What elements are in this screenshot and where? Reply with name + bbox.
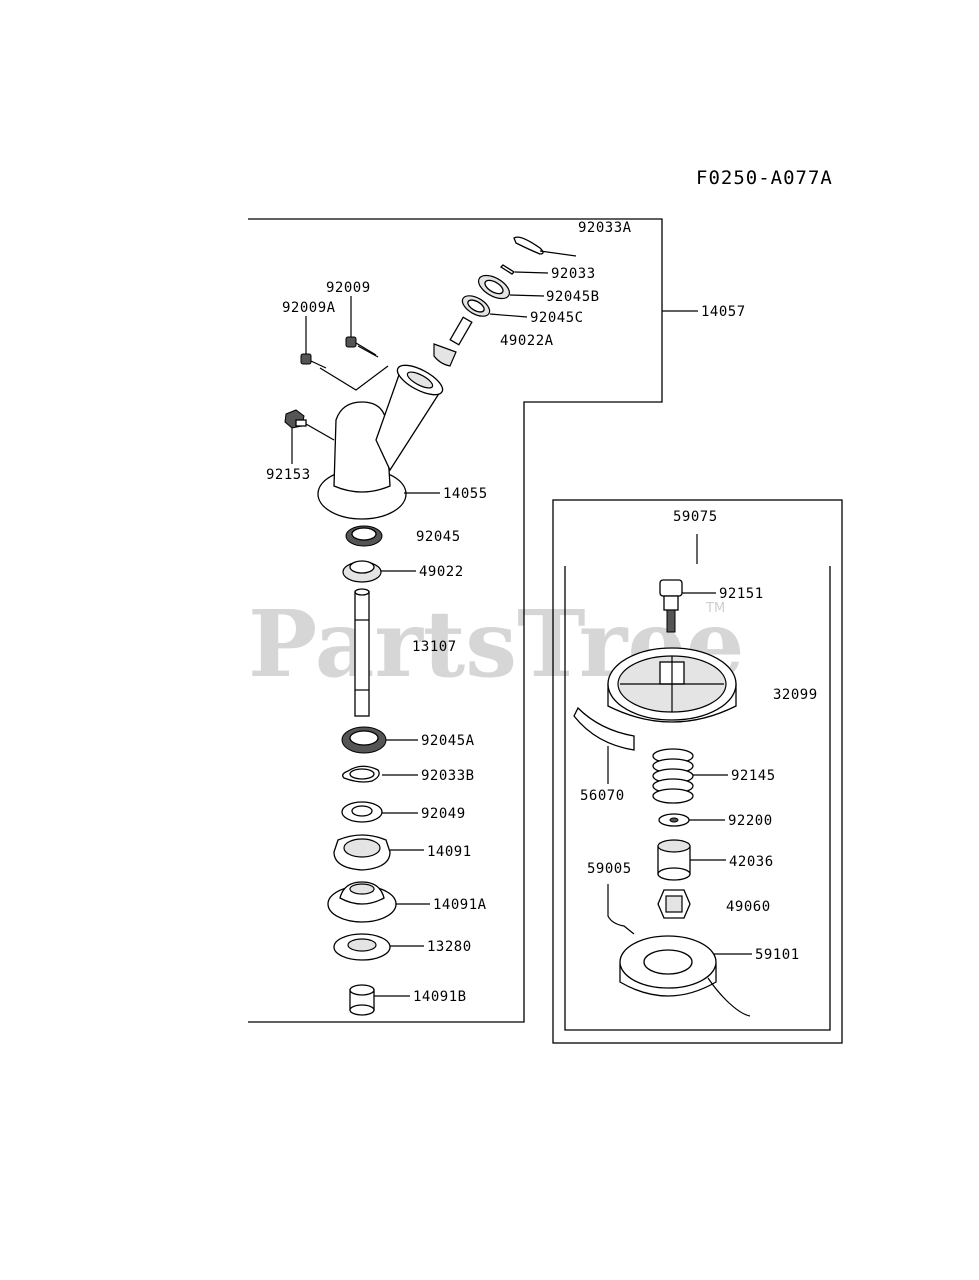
- part-49022[interactable]: [342, 560, 382, 583]
- part-92033B[interactable]: [342, 765, 380, 783]
- label-56070[interactable]: 56070: [580, 788, 625, 804]
- leader-92033A: [539, 250, 577, 257]
- label-92151[interactable]: 92151: [719, 586, 764, 602]
- part-92045B[interactable]: [475, 271, 513, 304]
- part-49060[interactable]: [657, 889, 691, 919]
- label-92033[interactable]: 92033: [551, 266, 596, 282]
- part-49022A[interactable]: [433, 316, 473, 367]
- callout-59075[interactable]: 59075: [673, 509, 718, 525]
- part-92033[interactable]: [499, 264, 516, 275]
- part-92200[interactable]: [658, 813, 690, 827]
- part-59005[interactable]: [607, 884, 635, 935]
- label-32099[interactable]: 32099: [773, 687, 818, 703]
- label-92153[interactable]: 92153: [266, 467, 311, 483]
- label-92200[interactable]: 92200: [728, 813, 773, 829]
- label-92033A[interactable]: 92033A: [578, 220, 632, 236]
- leader-92045B: [509, 294, 545, 297]
- part-92049[interactable]: [341, 801, 383, 823]
- label-14091B[interactable]: 14091B: [413, 989, 467, 1005]
- label-59101[interactable]: 59101: [755, 947, 800, 963]
- part-92009[interactable]: [345, 336, 379, 358]
- part-42036[interactable]: [657, 839, 691, 881]
- label-92009A[interactable]: 92009A: [282, 300, 336, 316]
- part-14091B[interactable]: [349, 984, 375, 1016]
- label-13107[interactable]: 13107: [412, 639, 457, 655]
- label-92009[interactable]: 92009: [326, 280, 371, 296]
- bolt-92153-indicator: [305, 423, 335, 441]
- watermark-trademark: TM: [705, 601, 725, 616]
- diagram-code: F0250-A077A: [696, 167, 833, 189]
- label-92033B[interactable]: 92033B: [421, 768, 475, 784]
- part-56070[interactable]: [573, 706, 635, 751]
- label-92145[interactable]: 92145: [731, 768, 776, 784]
- part-59101[interactable]: [619, 935, 751, 1017]
- label-14091A[interactable]: 14091A: [433, 897, 487, 913]
- label-14055[interactable]: 14055: [443, 486, 488, 502]
- part-32099[interactable]: [607, 647, 737, 723]
- part-13280[interactable]: [333, 933, 391, 961]
- part-92145[interactable]: [652, 748, 694, 804]
- label-14091[interactable]: 14091: [427, 844, 472, 860]
- part-92045C[interactable]: [459, 292, 493, 321]
- label-59005[interactable]: 59005: [587, 861, 632, 877]
- part-92045A[interactable]: [341, 726, 387, 754]
- callout-14057[interactable]: 14057: [701, 304, 746, 320]
- label-92045[interactable]: 92045: [416, 529, 461, 545]
- label-92045B[interactable]: 92045B: [546, 289, 600, 305]
- part-92151[interactable]: [659, 579, 683, 633]
- part-13107[interactable]: [354, 588, 370, 717]
- label-49060[interactable]: 49060: [726, 899, 771, 915]
- part-92153[interactable]: [284, 409, 307, 429]
- part-14055[interactable]: [317, 359, 447, 520]
- part-14091A[interactable]: [327, 881, 397, 923]
- label-49022A[interactable]: 49022A: [500, 333, 554, 349]
- label-13280[interactable]: 13280: [427, 939, 472, 955]
- part-92009A[interactable]: [300, 353, 327, 369]
- part-92033A[interactable]: [513, 236, 544, 255]
- label-92045C[interactable]: 92045C: [530, 310, 584, 326]
- trimmer-head-inner-bracket: [564, 566, 831, 1031]
- gear-case-assembly-outline: [248, 218, 663, 1023]
- label-49022[interactable]: 49022: [419, 564, 464, 580]
- label-92045A[interactable]: 92045A: [421, 733, 475, 749]
- label-92049[interactable]: 92049: [421, 806, 466, 822]
- part-92045[interactable]: [345, 525, 383, 547]
- leader-92045C: [489, 313, 528, 318]
- label-42036[interactable]: 42036: [729, 854, 774, 870]
- bolt-indicator-line: [319, 365, 389, 391]
- trimmer-head-assembly-outline: [552, 499, 843, 1044]
- part-14091[interactable]: [333, 834, 391, 871]
- leader-92033: [514, 271, 549, 274]
